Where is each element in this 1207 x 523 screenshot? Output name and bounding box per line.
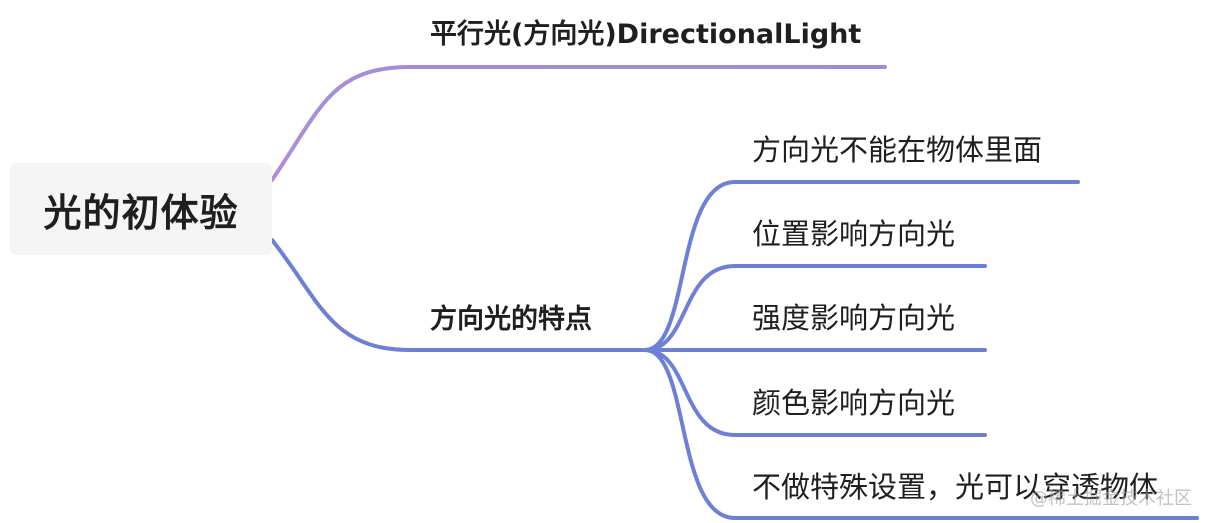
child-label-3[interactable]: 强度影响方向光 [752,301,956,335]
child-label-2[interactable]: 位置影响方向光 [752,217,956,251]
child-connector-1 [643,180,1080,352]
child-label-4[interactable]: 颜色影响方向光 [752,386,956,420]
branch-label-features[interactable]: 方向光的特点 [430,304,592,335]
watermark: @稀土掘金技术社区 [1030,488,1192,509]
root-node[interactable]: 光的初体验 [10,163,272,255]
child-connector-5 [643,348,1199,520]
root-label: 光的初体验 [43,190,239,235]
child-label-1[interactable]: 方向光不能在物体里面 [752,133,1043,167]
child-connector-4 [643,348,987,437]
branch-connector-2 [270,238,647,352]
child-connector-2 [643,264,987,352]
branch-connector-1 [270,65,887,182]
child-label-5[interactable]: 不做特殊设置，光可以穿透物体 [752,470,1159,504]
branch-label-directional-light[interactable]: 平行光(方向光)DirectionalLight [430,19,862,50]
